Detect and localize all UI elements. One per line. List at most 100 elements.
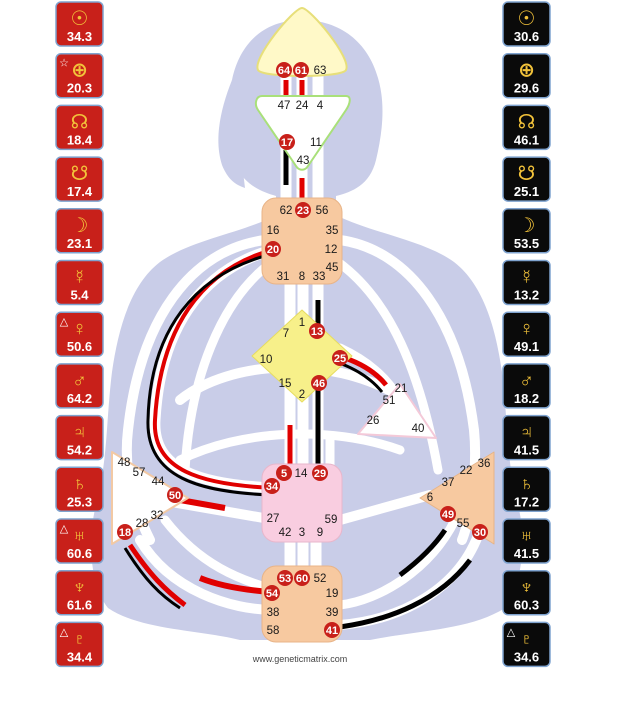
gate-number: 61 <box>295 65 307 77</box>
planet-value: 20.3 <box>67 81 92 96</box>
planet-value: 25.1 <box>514 184 539 199</box>
planet-value: 34.4 <box>67 649 93 664</box>
design-tile-jupiter[interactable]: ♃54.2 <box>55 414 104 461</box>
design-tile-south-node[interactable]: ☋17.4 <box>55 156 104 202</box>
g-center <box>251 309 353 403</box>
gate-activation-dot <box>264 478 280 494</box>
personality-tile-mercury[interactable]: ☿13.2 <box>502 259 551 306</box>
planet-glyph-icon: ☽ <box>518 215 536 237</box>
planet-value: 25.3 <box>67 494 92 509</box>
tile-background <box>502 363 551 409</box>
gate-number: 43 <box>297 155 310 167</box>
tile-background <box>502 208 551 254</box>
personality-tile-jupiter[interactable]: ♃41.5 <box>502 414 551 461</box>
gate-49: 49 <box>440 506 456 522</box>
gate-55: 55 <box>457 518 470 530</box>
gate-number: 52 <box>314 573 327 585</box>
gate-4: 4 <box>317 100 324 112</box>
gate-20: 20 <box>265 241 281 257</box>
gate-8: 8 <box>299 271 305 283</box>
planet-glyph-icon: ☿ <box>72 267 87 289</box>
gate-number: 38 <box>267 607 280 619</box>
gate-number: 23 <box>297 205 309 217</box>
personality-tile-neptune[interactable]: ♆60.3 <box>502 569 551 616</box>
gate-number: 45 <box>326 262 339 274</box>
gate-number: 22 <box>460 465 473 477</box>
gate-43: 43 <box>297 155 310 167</box>
design-tile-neptune[interactable]: ♆61.6 <box>55 569 104 616</box>
personality-tile-north-node[interactable]: ☊46.1 <box>502 104 551 151</box>
personality-tile-pluto[interactable]: ♇34.6△ <box>502 621 551 668</box>
gate-39: 39 <box>326 607 339 619</box>
gate-14: 14 <box>295 468 308 480</box>
gate-number: 49 <box>442 509 454 521</box>
planet-glyph-icon: ♇ <box>519 628 534 650</box>
design-tile-moon[interactable]: ☽23.1 <box>55 208 104 254</box>
gate-31: 31 <box>277 271 290 283</box>
gate-24: 24 <box>296 100 309 112</box>
personality-tile-venus[interactable]: ♀49.1 <box>502 311 551 357</box>
tile-background <box>55 1 104 47</box>
heart-center <box>357 383 437 439</box>
planet-value: 46.1 <box>514 132 539 147</box>
gate-number: 18 <box>119 527 131 539</box>
tile-background <box>502 156 551 202</box>
gate-activation-dot <box>332 350 348 366</box>
gate-1: 1 <box>299 317 305 329</box>
personality-tile-moon[interactable]: ☽53.5 <box>502 208 551 254</box>
tile-background <box>502 621 551 668</box>
gate-41: 41 <box>324 622 340 638</box>
planet-value: 17.2 <box>514 494 539 509</box>
gate-12: 12 <box>325 244 338 256</box>
gate-activation-dot <box>277 570 293 586</box>
design-tile-mars[interactable]: ♂64.2 <box>55 363 104 409</box>
planet-glyph-icon: ⊕ <box>71 60 88 82</box>
tile-background <box>502 518 551 564</box>
design-tile-north-node[interactable]: ☊18.4 <box>55 104 104 151</box>
personality-tile-uranus[interactable]: ♅41.5 <box>502 518 551 564</box>
planet-value: 61.6 <box>67 598 92 613</box>
gate-number: 13 <box>311 326 323 338</box>
gate-number: 36 <box>478 458 491 470</box>
gate-number: 26 <box>367 415 380 427</box>
design-tile-venus[interactable]: ♀50.6△ <box>55 311 104 357</box>
gate-48: 48 <box>118 457 131 469</box>
personality-tile-earth[interactable]: ⊕29.6 <box>502 52 551 99</box>
design-tile-saturn[interactable]: ♄25.3 <box>55 466 104 513</box>
personality-column: ☉30.6 ⊕29.6 ☊46.1 ☋25.1 ☽53.5 ☿13.2 ♀49.1 ♂18.2… <box>502 1 551 668</box>
gate-19: 19 <box>326 588 339 600</box>
gate-number: 16 <box>267 225 280 237</box>
design-tile-pluto[interactable]: ♇34.4△ <box>55 621 104 668</box>
personality-tile-saturn[interactable]: ♄17.2 <box>502 466 551 513</box>
gate-number: 29 <box>314 468 326 480</box>
planet-glyph-icon: ☉ <box>518 8 536 30</box>
design-tile-sun[interactable]: ☉34.3 <box>55 1 104 47</box>
gate-number: 55 <box>457 518 470 530</box>
design-tile-mercury[interactable]: ☿5.4 <box>55 259 104 306</box>
gate-38: 38 <box>267 607 280 619</box>
tile-background <box>502 259 551 306</box>
gate-number: 4 <box>317 100 324 112</box>
planet-glyph-icon: ☋ <box>518 163 536 185</box>
planet-glyph-icon: ♃ <box>72 422 87 444</box>
planet-value: 64.2 <box>67 391 92 406</box>
planet-value: 29.6 <box>514 81 539 96</box>
gate-number: 12 <box>325 244 338 256</box>
planet-glyph-icon: ♄ <box>72 473 87 495</box>
planet-glyph-icon: ☋ <box>71 163 89 185</box>
gate-16: 16 <box>267 225 280 237</box>
tile-background <box>55 104 104 151</box>
design-tile-earth[interactable]: ⊕20.3☆ <box>55 52 104 99</box>
design-tile-uranus[interactable]: ♅60.6△ <box>55 518 104 564</box>
gate-activation-dot <box>167 487 183 503</box>
personality-tile-sun[interactable]: ☉30.6 <box>502 1 551 47</box>
personality-tile-south-node[interactable]: ☋25.1 <box>502 156 551 202</box>
planet-value: 60.6 <box>67 546 92 561</box>
gate-number: 63 <box>314 65 327 77</box>
gate-number: 2 <box>299 389 305 401</box>
gate-number: 39 <box>326 607 339 619</box>
personality-tile-mars[interactable]: ♂18.2 <box>502 363 551 409</box>
gate-42: 42 <box>279 527 292 539</box>
tile-background <box>55 569 104 616</box>
gate-number: 14 <box>295 468 308 480</box>
